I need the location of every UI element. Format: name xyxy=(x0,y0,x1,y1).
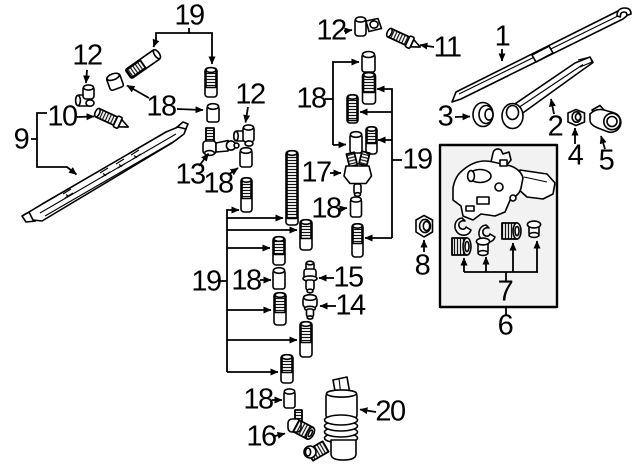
callout-14: 14 xyxy=(335,289,366,322)
callout-17: 17 xyxy=(301,156,332,189)
callout-3: 3 xyxy=(437,100,454,133)
part-19-washer-hose-b xyxy=(285,149,299,226)
part-19-washer-hose-threaded xyxy=(125,48,162,79)
callout-18-d: 18 xyxy=(296,82,327,115)
leader-callout-2 xyxy=(549,98,556,115)
part-18-hose-sleeve-2 xyxy=(206,102,220,123)
leader-callout-10 xyxy=(76,113,95,121)
callout-19-right: 19 xyxy=(402,143,433,176)
part-2-wiper-arm xyxy=(501,56,594,130)
part-19-washer-hose-c xyxy=(299,218,313,251)
part-18-hose-sleeve-1 xyxy=(105,72,125,92)
leader-callout-18-b xyxy=(227,167,239,176)
callout-6: 6 xyxy=(497,309,514,342)
part-19-washer-hose-d xyxy=(272,235,286,266)
part-18-hose-sleeve-4 xyxy=(272,266,286,290)
part-10-washer-nozzle xyxy=(93,107,130,129)
leader-callout-13 xyxy=(198,152,210,167)
callout-7: 7 xyxy=(497,275,514,308)
leader-callout-12-c xyxy=(343,27,353,35)
part-14-check-valve xyxy=(302,293,318,320)
part-19-washer-hose-a xyxy=(240,177,253,213)
part-19-washer-hose-j xyxy=(346,94,359,124)
part-18-hose-sleeve-3 xyxy=(239,146,253,168)
callout-12-c: 12 xyxy=(316,14,347,47)
part-4-nut xyxy=(567,108,586,127)
part-20-washer-pump xyxy=(303,376,359,462)
part-19-washer-hose-f xyxy=(273,291,287,326)
callout-18-b: 18 xyxy=(203,167,234,200)
part-15-hose-joint xyxy=(302,260,318,294)
part-7-grommet-1 xyxy=(451,237,472,256)
part-19-washer-hose-i xyxy=(361,71,377,105)
leader-callout-18-e xyxy=(338,205,348,213)
leader-callout-18-d xyxy=(325,58,360,149)
leader-callout-18-a xyxy=(126,84,204,114)
part-19-washer-hose-l xyxy=(351,223,364,258)
callout-5: 5 xyxy=(598,144,615,177)
leader-callout-20 xyxy=(359,407,377,415)
part-12-elbow-connector-a xyxy=(74,84,95,108)
callout-12-b: 12 xyxy=(235,78,266,111)
part-7-grommet-3 xyxy=(501,222,522,240)
callout-19-left: 19 xyxy=(191,265,222,298)
leader-callout-16 xyxy=(274,431,286,439)
leader-callout-12-a xyxy=(83,69,91,84)
leader-callout-7 xyxy=(460,240,541,281)
part-3-pivot-cap xyxy=(472,101,494,128)
callout-12-a: 12 xyxy=(72,39,103,72)
part-11-washer-nozzle xyxy=(385,27,422,49)
part-12-elbow-connector-b xyxy=(233,124,255,147)
callout-18-e: 18 xyxy=(311,192,342,225)
callout-8: 8 xyxy=(414,249,431,282)
part-18-hose-sleeve-6 xyxy=(349,130,363,154)
callout-2: 2 xyxy=(547,110,564,143)
part-1-wiper-blade xyxy=(451,7,632,103)
part-5-arm-cap xyxy=(589,104,622,133)
part-8-nut xyxy=(415,214,434,238)
leader-callout-5 xyxy=(599,135,607,150)
part-19-washer-hose-k xyxy=(365,126,378,155)
callout-13: 13 xyxy=(175,158,206,191)
part-19-washer-hose-h xyxy=(280,353,294,384)
callout-9: 9 xyxy=(13,123,30,156)
callout-20: 20 xyxy=(375,395,406,428)
callout-16: 16 xyxy=(246,420,277,453)
callout-18-a: 18 xyxy=(146,90,177,123)
leader-callout-9 xyxy=(31,112,78,176)
part-16-elbow-connector xyxy=(287,409,316,440)
part-18-hose-sleeve-8 xyxy=(283,388,296,409)
callout-11: 11 xyxy=(433,31,462,64)
part-19-washer-hose-top xyxy=(204,66,218,98)
part-13-tee-connector xyxy=(202,127,240,157)
part-19-washer-hose-g xyxy=(299,320,313,358)
part-17-washer-nozzle xyxy=(343,150,373,198)
callout-10: 10 xyxy=(47,100,78,133)
part-7-grommet-4 xyxy=(526,220,542,239)
leader-callout-19-top xyxy=(152,28,216,65)
callout-15: 15 xyxy=(333,261,364,294)
part-9-trim-strip xyxy=(21,121,189,223)
leader-callout-19-left xyxy=(218,206,298,376)
leader-callout-19-right xyxy=(359,85,402,242)
leader-callout-11 xyxy=(419,42,435,50)
callout-4: 4 xyxy=(567,139,584,172)
leader-callout-12-b xyxy=(243,106,251,123)
part-7-grommet-2 xyxy=(475,237,491,257)
callout-18-f: 18 xyxy=(243,383,274,416)
part-18-hose-sleeve-5 xyxy=(361,50,376,73)
callout-1: 1 xyxy=(494,20,511,53)
rear-wiper-motor xyxy=(452,148,556,243)
callout-19-top: 19 xyxy=(174,0,205,32)
callout-18-c: 18 xyxy=(231,264,262,297)
part-12-elbow-connector-c xyxy=(354,16,383,37)
part-18-hose-sleeve-7 xyxy=(349,196,363,218)
leader-callout-3 xyxy=(454,113,471,121)
